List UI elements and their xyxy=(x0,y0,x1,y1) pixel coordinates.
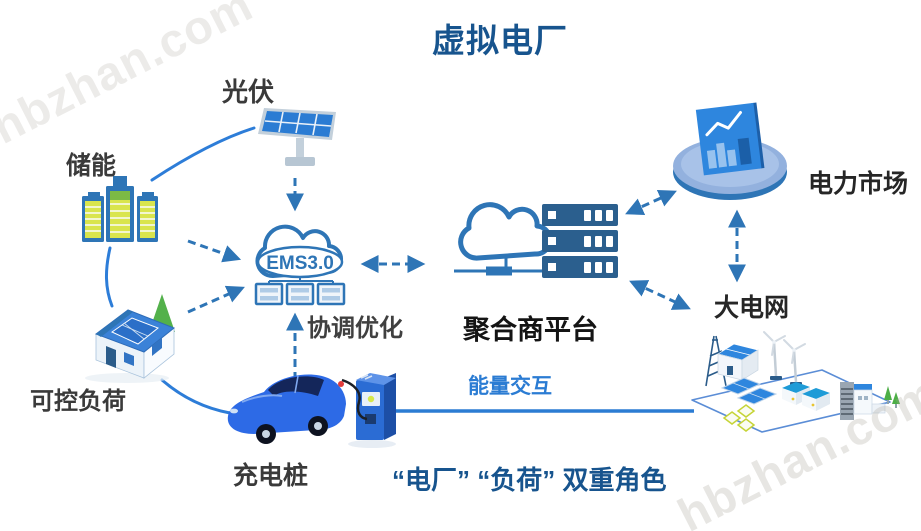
chip-icons xyxy=(722,404,756,432)
aggregator-cloud-server-icon xyxy=(454,202,618,278)
resource-curves xyxy=(105,126,256,415)
server-stack xyxy=(542,204,618,278)
battery-right xyxy=(137,192,158,242)
ev-car xyxy=(227,374,346,444)
energy-flow-label: 能量交互 xyxy=(468,375,552,398)
grid-scene-icon xyxy=(691,331,900,433)
ems-label: EMS3.0 xyxy=(266,253,334,274)
plant-building-icon xyxy=(717,343,759,381)
house-window-front xyxy=(124,352,134,366)
storage-label: 储能 xyxy=(66,152,117,180)
charging-port xyxy=(338,381,344,387)
footer-caption: “电厂” “负荷” 双重角色 xyxy=(392,465,667,495)
city-building-icons xyxy=(840,382,900,420)
pv-label: 光伏 xyxy=(222,77,275,107)
load-label: 可控负荷 xyxy=(30,388,126,415)
battery-left xyxy=(82,192,104,242)
aggregator-label: 聚合商平台 xyxy=(463,315,598,345)
grid-label: 大电网 xyxy=(714,294,790,322)
battery-center xyxy=(106,176,134,242)
house-door xyxy=(106,346,116,368)
ems-cloud-icon: EMS3.0 xyxy=(254,224,346,306)
market-label: 电力市场 xyxy=(808,170,909,198)
wind-turbine-icons xyxy=(763,331,806,386)
charger-label: 充电桩 xyxy=(233,462,309,490)
coordination-label: 协调优化 xyxy=(307,315,403,342)
ems-racks xyxy=(254,282,346,306)
solar-panel-icon xyxy=(258,108,336,166)
house-icon xyxy=(85,294,175,383)
dashed-arrows xyxy=(187,178,746,380)
page-title: 虚拟电厂 xyxy=(432,22,568,59)
solar-array-icons xyxy=(720,377,778,405)
house-window-side xyxy=(152,338,162,356)
market-icon xyxy=(673,102,787,200)
ev-charging-icon xyxy=(227,373,396,448)
charging-pile xyxy=(341,373,396,440)
battery-icon xyxy=(82,176,158,242)
storage-container-icons xyxy=(782,382,830,411)
market-screen xyxy=(695,102,765,176)
